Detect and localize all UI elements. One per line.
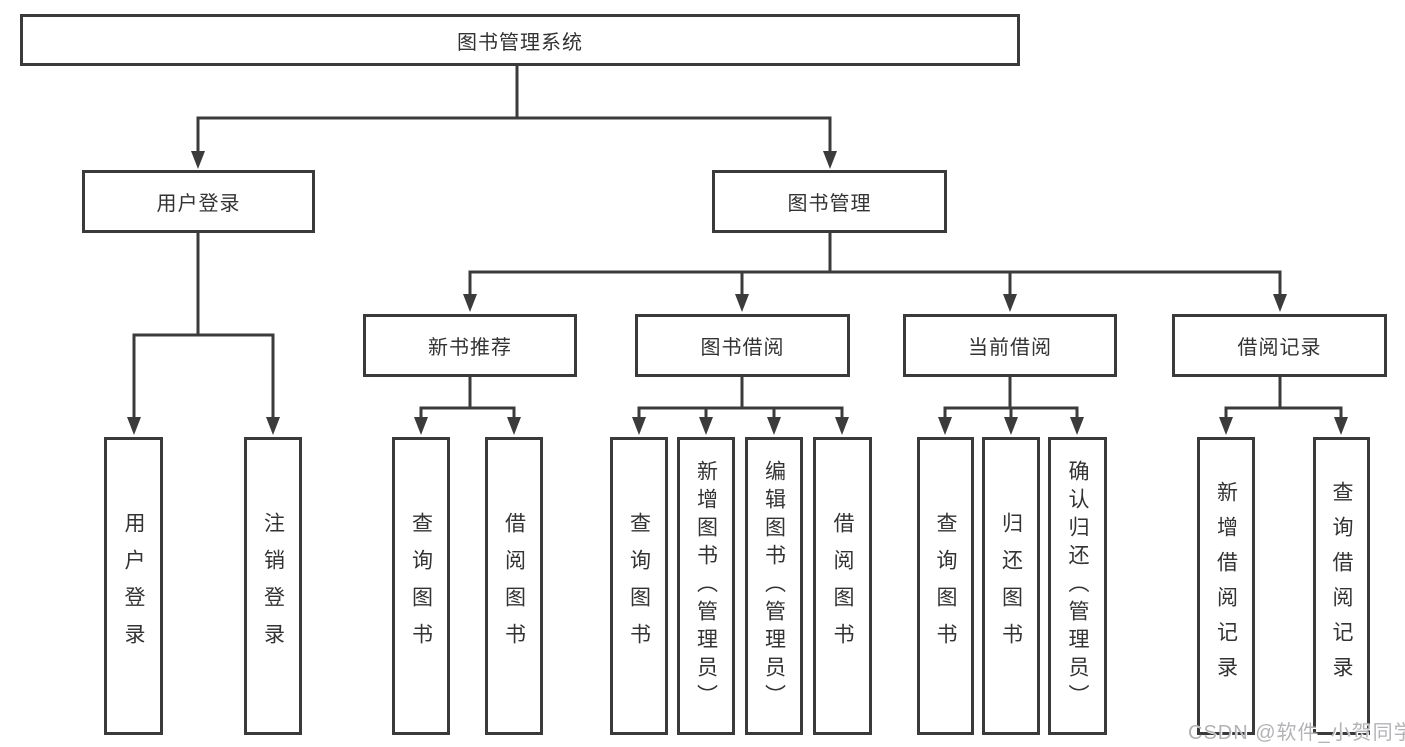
csdn-watermark: CSDN @软件_小贺同学 (1188, 722, 1405, 744)
leaf-borrow-book-2: 借阅图书 (813, 437, 872, 735)
node-book-borrow-label: 图书借阅 (700, 337, 785, 359)
leaf-user-login: 用户登录 (104, 437, 163, 735)
connector-current-borrow-split (938, 377, 1084, 435)
connector-book-borrow-split (632, 377, 849, 435)
leaf-confirm-return-admin: 确认归还（管理员） (1048, 437, 1107, 735)
leaf-query-book-1: 查询图书 (392, 437, 450, 735)
connector-new-book-split (414, 377, 521, 435)
leaf-query-book-2: 查询图书 (610, 437, 668, 735)
node-new-book-recommend-label: 新书推荐 (428, 337, 512, 359)
node-book-management: 图书管理 (712, 170, 947, 233)
node-book-borrow: 图书借阅 (635, 314, 850, 377)
leaf-query-book-3: 查询图书 (917, 437, 974, 735)
leaf-query-book-2-label: 查询图书 (627, 512, 651, 660)
leaf-confirm-return-admin-label: 确认归还（管理员） (1066, 460, 1089, 712)
node-current-borrow: 当前借阅 (903, 314, 1117, 377)
leaf-edit-book-admin-label: 编辑图书（管理员） (762, 460, 786, 712)
leaf-add-borrow-record: 新增借阅记录 (1197, 437, 1255, 735)
connector-borrow-record-split (1219, 377, 1348, 435)
leaf-add-borrow-record-label: 新增借阅记录 (1214, 481, 1238, 691)
leaf-edit-book-admin: 编辑图书（管理员） (745, 437, 803, 735)
leaf-add-book-admin-label: 新增图书（管理员） (694, 460, 718, 712)
leaf-return-book-label: 归还图书 (999, 512, 1023, 660)
leaf-add-book-admin: 新增图书（管理员） (677, 437, 735, 735)
leaf-query-borrow-record: 查询借阅记录 (1313, 437, 1370, 735)
leaf-logout: 注销登录 (244, 437, 302, 735)
connector-root-split (191, 66, 837, 169)
leaf-borrow-book-1: 借阅图书 (485, 437, 543, 735)
node-current-borrow-label: 当前借阅 (968, 337, 1052, 359)
leaf-borrow-book-1-label: 借阅图书 (502, 512, 526, 660)
node-user-login-label: 用户登录 (156, 193, 241, 215)
leaf-logout-label: 注销登录 (261, 512, 285, 660)
leaf-query-book-1-label: 查询图书 (409, 512, 433, 660)
leaf-query-book-3-label: 查询图书 (934, 512, 957, 660)
node-user-login: 用户登录 (82, 170, 315, 233)
node-root-label: 图书管理系统 (457, 31, 583, 54)
node-book-management-label: 图书管理 (787, 193, 872, 215)
node-root: 图书管理系统 (20, 14, 1020, 66)
leaf-borrow-book-2-label: 借阅图书 (831, 512, 854, 660)
connector-user-login-split (127, 233, 280, 435)
node-borrow-record: 借阅记录 (1172, 314, 1387, 377)
node-new-book-recommend: 新书推荐 (363, 314, 577, 377)
leaf-user-login-label: 用户登录 (122, 512, 145, 660)
leaf-return-book: 归还图书 (982, 437, 1040, 735)
node-borrow-record-label: 借阅记录 (1237, 337, 1322, 359)
connector-book-management-split (463, 233, 1287, 312)
leaf-query-borrow-record-label: 查询借阅记录 (1330, 481, 1353, 691)
